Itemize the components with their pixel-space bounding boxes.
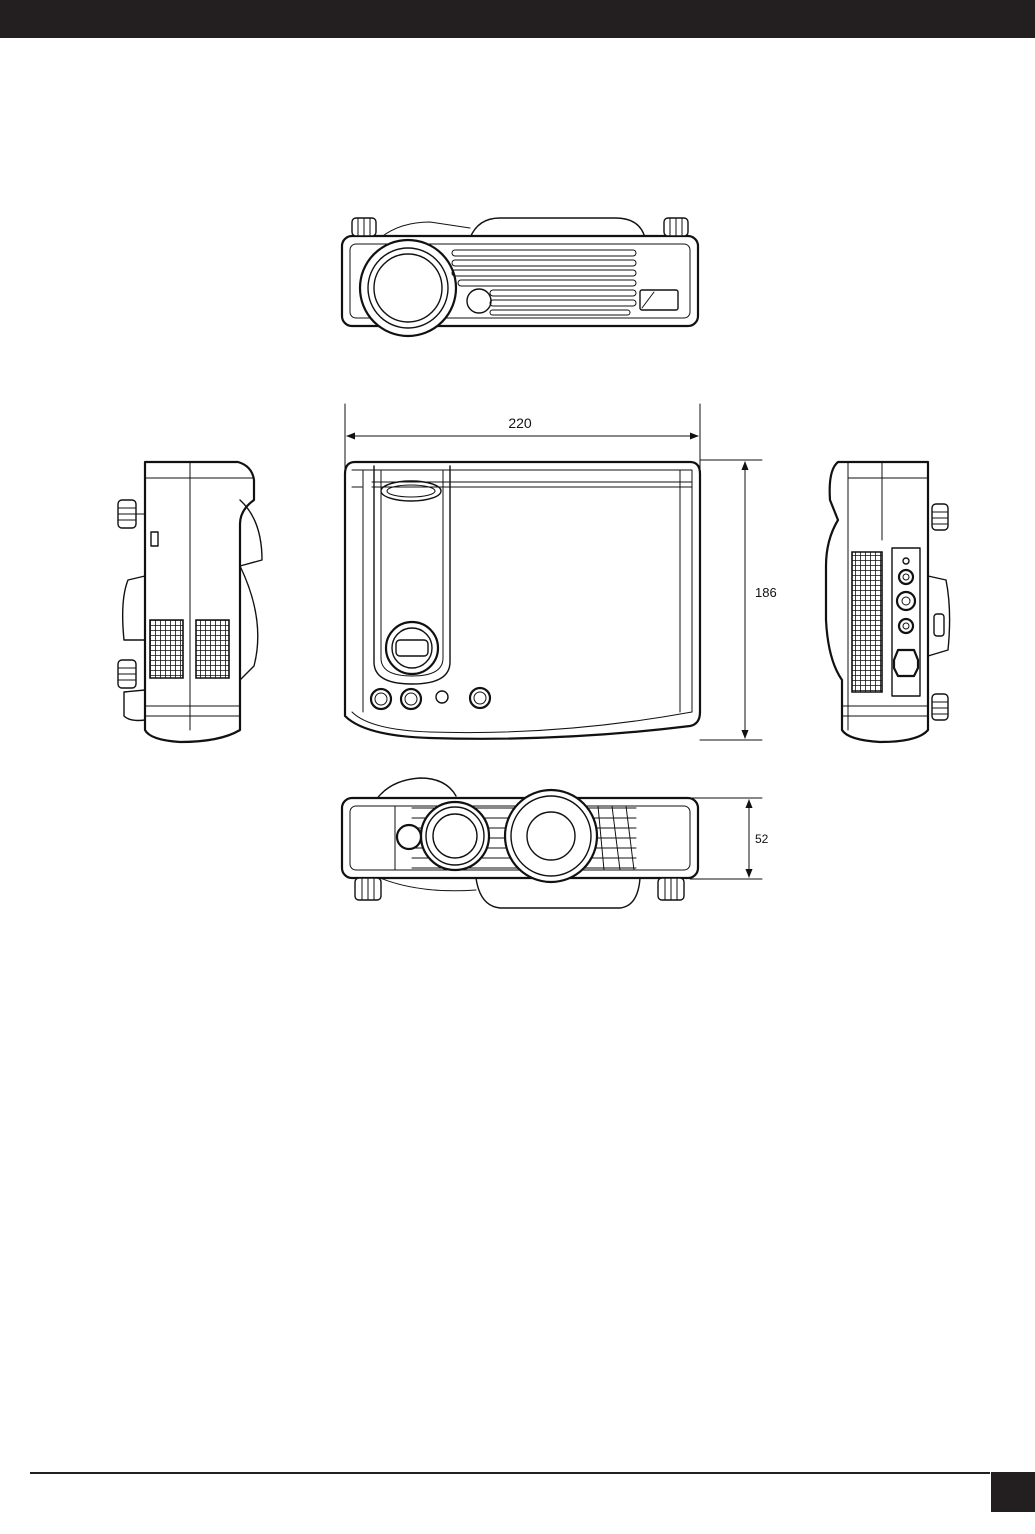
- footer-rule: [30, 1472, 990, 1474]
- width-dimension: 220: [345, 404, 700, 470]
- foot-right: [664, 218, 688, 236]
- right-side-view: [826, 462, 950, 742]
- height-dimension: 52: [690, 798, 769, 879]
- right-view-foot-bottom: [932, 694, 948, 720]
- fan-left-icon: [421, 802, 489, 870]
- depth-dimension: 186: [700, 460, 777, 740]
- bottom-view: [342, 778, 698, 908]
- height-label: 52: [755, 832, 769, 846]
- bottom-foot-right: [658, 878, 684, 900]
- left-view-foot-top: [118, 500, 145, 528]
- zoom-dial-icon: [386, 622, 438, 674]
- side-grille-right: [196, 620, 229, 678]
- lens: [360, 240, 456, 336]
- depth-label: 186: [755, 585, 777, 600]
- right-side-grille: [852, 552, 882, 692]
- bottom-foot-left: [355, 878, 381, 900]
- page-number-box: [991, 1472, 1035, 1512]
- rear-sensor-icon: [397, 825, 421, 849]
- side-grille-left: [150, 620, 183, 678]
- fan-right-icon: [505, 790, 597, 882]
- width-label: 220: [508, 415, 532, 431]
- left-side-view: [118, 462, 262, 742]
- left-view-foot-bottom: [118, 660, 136, 688]
- front-view: [342, 218, 698, 336]
- foot-left: [352, 218, 376, 236]
- projector-dimension-drawing: 220: [0, 0, 1035, 960]
- right-view-foot-top: [932, 504, 948, 530]
- top-view: [345, 462, 700, 739]
